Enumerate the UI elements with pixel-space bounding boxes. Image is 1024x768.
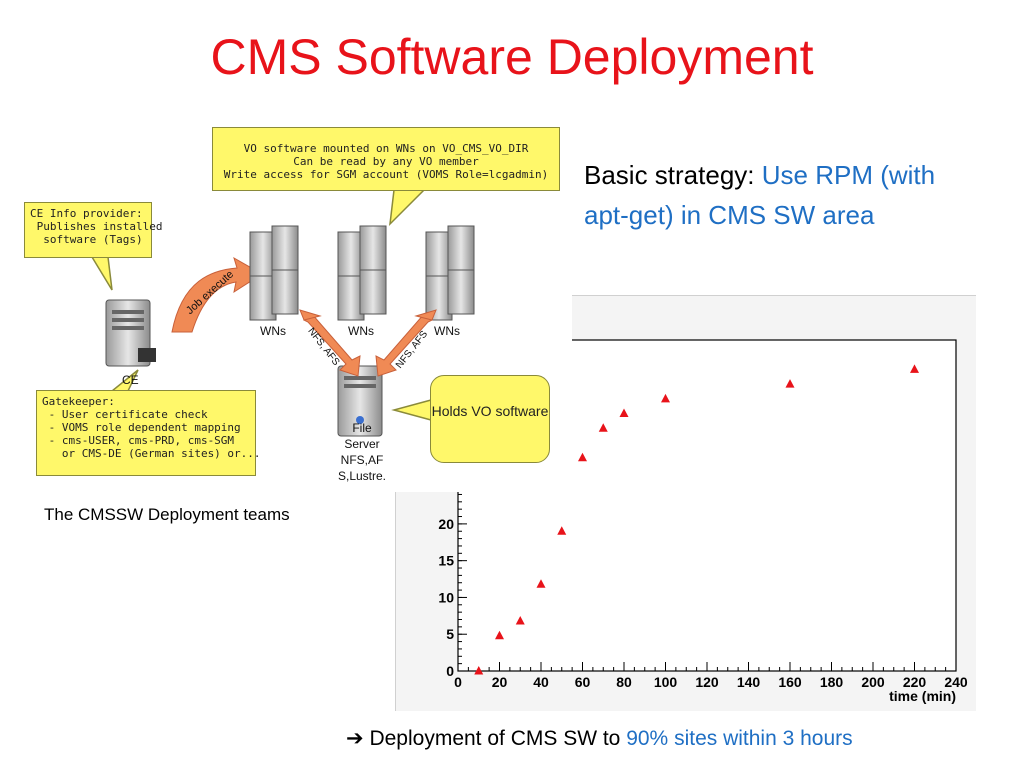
vo-callout-line: VO software mounted on WNs on VO_CMS_VO_… <box>213 142 559 155</box>
file-server-label-line: Server <box>332 436 392 452</box>
x-tick-label: 200 <box>861 674 885 690</box>
gatekeeper-callout: Gatekeeper: - User certificate check - V… <box>36 390 256 476</box>
x-tick-label: 140 <box>737 674 761 690</box>
deployment-diagram: VO software mounted on WNs on VO_CMS_VO_… <box>22 120 572 492</box>
vo-callout-line: Write access for SGM account (VOMS Role=… <box>213 168 559 181</box>
x-tick-label: 80 <box>616 674 632 690</box>
file-server-label-line: S,Lustre. <box>332 468 392 484</box>
file-server-label-line: File <box>332 420 392 436</box>
y-tick-label: 10 <box>438 589 454 605</box>
y-tick-label: 0 <box>446 663 454 679</box>
x-tick-label: 160 <box>778 674 802 690</box>
file-server-label-line: NFS,AF <box>332 452 392 468</box>
x-tick-label: 40 <box>533 674 549 690</box>
file-server-label: File Server NFS,AF S,Lustre. <box>332 420 392 484</box>
wn-cluster-icon <box>250 226 298 320</box>
wn-label: WNs <box>348 324 374 338</box>
wn-label: WNs <box>260 324 286 338</box>
arrow-right-icon: ➔ <box>346 727 364 750</box>
strategy-prefix: Basic strategy: <box>584 160 762 190</box>
wn-cluster-icon <box>338 226 386 320</box>
x-tick-label: 20 <box>492 674 508 690</box>
ce-info-callout: CE Info provider: Publishes installed so… <box>24 202 152 258</box>
ce-server-icon <box>106 300 156 366</box>
job-execute-arrow-icon <box>172 258 262 332</box>
x-tick-label: 120 <box>695 674 719 690</box>
y-tick-label: 15 <box>438 553 454 569</box>
y-tick-label: 20 <box>438 516 454 532</box>
ce-callout-tail <box>92 257 112 290</box>
slide-title: CMS Software Deployment <box>0 28 1024 86</box>
holds-callout-tail <box>394 400 431 420</box>
vo-callout-tail <box>390 190 424 224</box>
wn-cluster-icon <box>426 226 474 320</box>
holds-vo-callout: Holds VO software <box>430 375 550 463</box>
y-tick-label: 5 <box>446 626 454 642</box>
ce-label: CE <box>122 373 139 387</box>
wn-label: WNs <box>434 324 460 338</box>
x-tick-label: 60 <box>575 674 591 690</box>
x-tick-label: 100 <box>654 674 678 690</box>
teams-caption: The CMSSW Deployment teams <box>44 505 290 525</box>
deploy-caption-prefix: Deployment of CMS SW to <box>369 727 626 750</box>
strategy-text: Basic strategy: Use RPM (with apt-get) i… <box>584 155 964 235</box>
x-tick-label: 0 <box>454 674 462 690</box>
x-axis-label: time (min) <box>889 688 956 704</box>
vo-callout-line: Can be read by any VO member <box>213 155 559 168</box>
vo-software-callout: VO software mounted on WNs on VO_CMS_VO_… <box>212 127 560 191</box>
deploy-caption-highlight: 90% sites within 3 hours <box>626 727 852 750</box>
deploy-caption: ➔ Deployment of CMS SW to 90% sites with… <box>346 726 853 751</box>
x-tick-label: 180 <box>820 674 844 690</box>
